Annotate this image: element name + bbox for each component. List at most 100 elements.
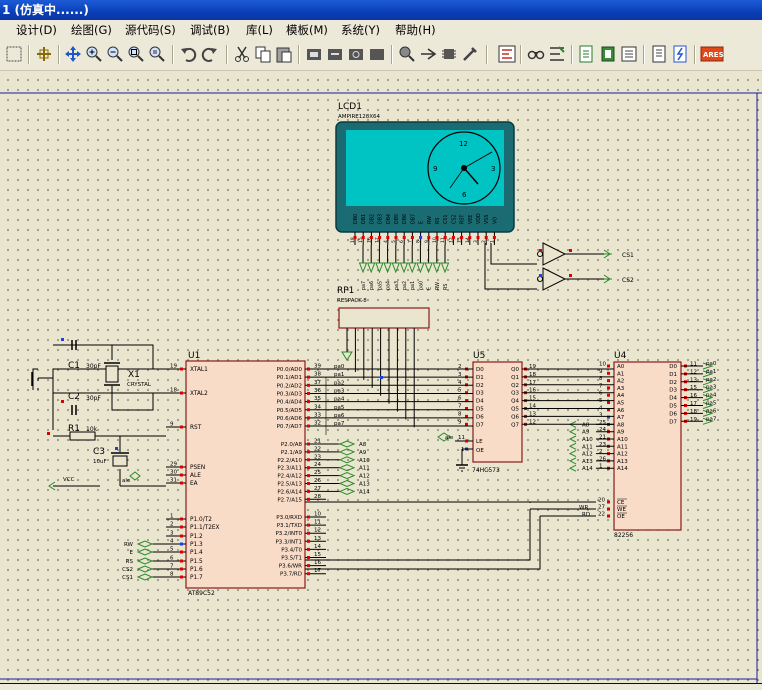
property-assign-icon[interactable]: [547, 44, 567, 64]
c1-val: 30pF: [86, 363, 101, 370]
u1-right-pin-num: 38: [314, 372, 321, 378]
clock-12: 12: [459, 140, 468, 148]
undo-icon[interactable]: [178, 44, 198, 64]
u4-d-name: D2: [669, 380, 677, 386]
u4-d-name: D3: [669, 388, 677, 394]
u5-d-num: 8: [458, 411, 462, 417]
lcd-pin-num: 5: [391, 240, 397, 243]
remove-sheet-icon[interactable]: [598, 44, 618, 64]
menu-design[interactable]: 设计(D): [16, 23, 57, 37]
menu-help[interactable]: 帮助(H): [395, 23, 436, 37]
search-tag-icon[interactable]: [526, 44, 546, 64]
p1-tag: [136, 573, 154, 581]
u4-ctrl-state: [607, 514, 610, 518]
pick-device-icon[interactable]: [397, 44, 417, 64]
u4-sram[interactable]: U4 82256 A010A19A28A37A46A55A64A73A825A8…: [568, 351, 697, 539]
u1-right-pin-num: 21: [314, 439, 321, 445]
grid-icon[interactable]: [4, 44, 24, 64]
menu-template[interactable]: 模板(M): [286, 23, 328, 37]
origin-icon[interactable]: [34, 44, 54, 64]
u5-q-name: Q6: [511, 414, 519, 420]
lcd-pin-state: [353, 236, 357, 239]
bus-arrow: [432, 262, 442, 274]
menu-system[interactable]: 系统(Y): [341, 23, 380, 37]
u5-d-num: 9: [458, 419, 462, 425]
u4-a-state: [607, 415, 610, 419]
u1-left-pin-state: [180, 391, 183, 395]
u1-left-pin-num: 3: [170, 531, 174, 537]
lcd-pin-num: 18: [350, 237, 356, 243]
u4-addr-tag: [568, 450, 577, 458]
menu-library[interactable]: 库(L): [246, 23, 273, 37]
packaging-icon[interactable]: [439, 44, 459, 64]
menu-debug[interactable]: 调试(B): [190, 23, 230, 37]
wire-autorouter-icon[interactable]: [497, 44, 517, 64]
decompose-icon[interactable]: [460, 44, 480, 64]
u4-data-arrow: [702, 394, 714, 402]
u4-data-arrow: [702, 417, 714, 425]
u1-left-pin-name: RST: [190, 425, 202, 431]
u1-left-pin-name: P1.3: [190, 542, 203, 548]
zoom-in-icon[interactable]: [84, 44, 104, 64]
u1-right-pin-state: [307, 482, 310, 485]
ares-netlist-icon[interactable]: [670, 44, 690, 64]
u1-right-pin-name: P2.2/A10: [277, 458, 302, 464]
lcd-pin-name: CS1: [443, 215, 449, 224]
block-rotate-icon[interactable]: [346, 44, 366, 64]
u4-addr-tag: [568, 464, 577, 472]
wr-label: WR: [579, 505, 588, 511]
u1-right-pin-num: 11: [314, 520, 321, 526]
new-sheet-icon[interactable]: [577, 44, 597, 64]
ares-icon[interactable]: ARES: [700, 44, 724, 64]
u5-q-num: 15: [529, 396, 536, 402]
lcd-pin-name: DB5: [394, 214, 400, 224]
cut-icon[interactable]: [232, 44, 252, 64]
make-device-icon[interactable]: [418, 44, 438, 64]
lcd-pin-state: [402, 236, 406, 239]
u1-right-pin-state: [307, 400, 310, 404]
u4-a-num: 9: [599, 369, 603, 375]
u1-left-pin-name: XTAL1: [190, 367, 208, 373]
paste-icon[interactable]: [274, 44, 294, 64]
redo-icon[interactable]: [200, 44, 220, 64]
block-delete-icon[interactable]: [367, 44, 387, 64]
lcd-pin-state: [492, 236, 496, 239]
block-move-icon[interactable]: [325, 44, 345, 64]
menu-source[interactable]: 源代码(S): [125, 23, 176, 37]
control-wires: WR RD: [305, 501, 596, 570]
u4-d-name: D4: [669, 396, 677, 402]
lcd-module[interactable]: LCD1 AMPIRE128X64 12 3 6 9 DB018DB115DB2…: [335, 102, 515, 245]
u4-a-name: A0: [617, 364, 625, 370]
zoom-area-icon[interactable]: [147, 44, 167, 64]
resistor-pack[interactable]: RP1 RESPACK-8: [337, 286, 430, 428]
zoom-out-icon[interactable]: [105, 44, 125, 64]
u1-right-pin-num: 34: [314, 404, 321, 410]
lcd-pin-num: 6: [399, 240, 405, 243]
lcd-pin-name: DB6: [402, 214, 408, 224]
p2-tag: [338, 487, 356, 495]
u4-addr-tag: [568, 442, 577, 450]
u1-right-pin-name: P2.3/A11: [277, 466, 302, 472]
block-copy-icon[interactable]: [304, 44, 324, 64]
cs2-label: CS2: [622, 277, 634, 284]
export-icon[interactable]: [619, 44, 639, 64]
u5-d-num: 3: [458, 372, 462, 378]
u5-q-name: Q4: [511, 399, 519, 405]
netlist-icon[interactable]: [649, 44, 669, 64]
zoom-all-icon[interactable]: [126, 44, 146, 64]
copy-icon[interactable]: [253, 44, 273, 64]
u1-right-pin-num: 15: [314, 552, 321, 558]
u5-d-state: [465, 399, 468, 403]
pan-icon[interactable]: [63, 44, 83, 64]
u5-d-name: D1: [476, 375, 484, 381]
u1-right-pin-num: 26: [314, 478, 321, 484]
lcd-pin-num: 14: [465, 237, 471, 243]
u1-right-pin-name: P3.2/INT0: [275, 531, 302, 537]
menu-draw[interactable]: 绘图(G): [71, 23, 112, 37]
clock-6: 6: [462, 191, 467, 199]
c3-ref: C3: [93, 447, 105, 457]
u1-mcu[interactable]: U1 AT89C52 XTAL119XTAL218RST9PSEN29ALE30…: [166, 351, 326, 597]
